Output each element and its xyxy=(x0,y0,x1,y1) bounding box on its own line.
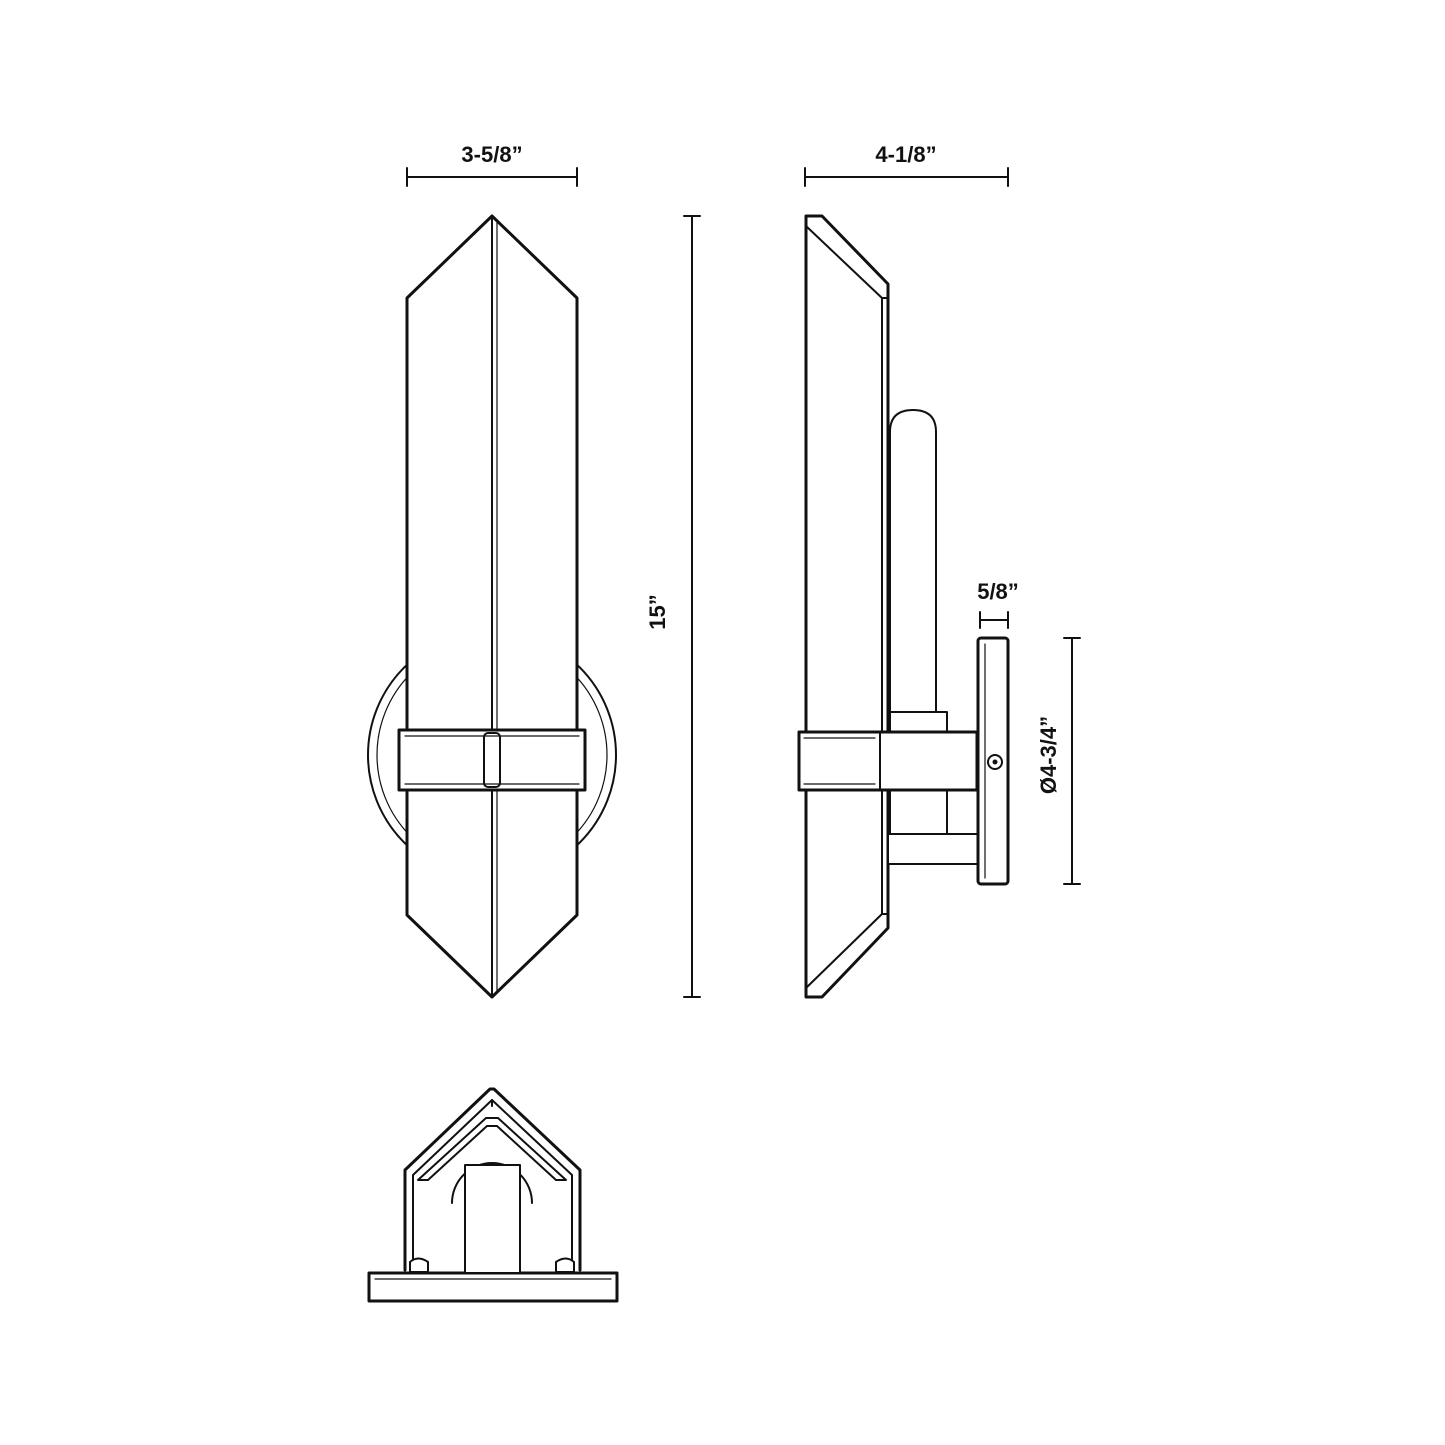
side-clamp-band xyxy=(797,730,979,792)
front-width-label: 3-5/8” xyxy=(461,142,522,167)
top-shade xyxy=(403,1087,582,1272)
backplate-depth-dimension: 5/8” xyxy=(977,579,1019,629)
top-view xyxy=(367,1087,619,1303)
backplate-depth-label: 5/8” xyxy=(977,579,1019,604)
side-backplate xyxy=(976,636,1010,886)
side-depth-dimension: 4-1/8” xyxy=(804,142,1009,187)
front-view xyxy=(367,214,617,999)
top-backplate xyxy=(367,1271,619,1303)
height-label: 15” xyxy=(645,594,670,629)
top-screws xyxy=(409,1257,575,1273)
backplate-diameter-dimension: Ø4-3/4” xyxy=(1036,637,1081,885)
height-dimension: 15” xyxy=(645,215,701,998)
side-depth-label: 4-1/8” xyxy=(875,142,936,167)
front-clamp-band xyxy=(397,728,587,792)
side-arm xyxy=(887,711,979,865)
backplate-diameter-label: Ø4-3/4” xyxy=(1036,716,1061,794)
side-view xyxy=(797,214,1010,999)
top-mount-boss xyxy=(451,1162,533,1274)
side-shade xyxy=(804,214,890,999)
front-width-dimension: 3-5/8” xyxy=(406,142,578,187)
front-shade xyxy=(405,214,579,999)
